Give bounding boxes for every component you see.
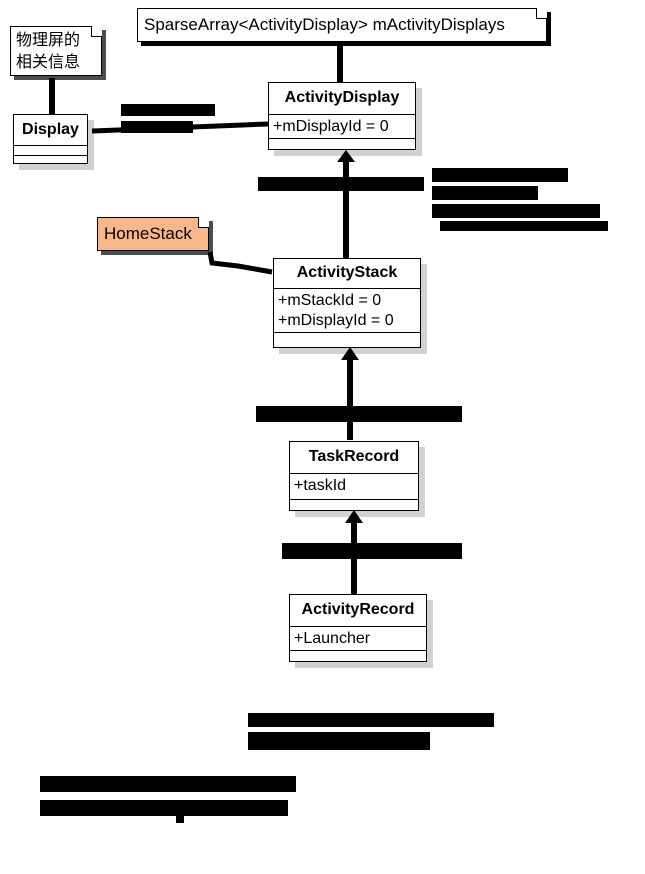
- class-activityrecord-name: ActivityRecord: [290, 595, 426, 627]
- class-activitystack-attr-displayid: +mDisplayId = 0: [274, 311, 420, 333]
- class-display-attrs: [14, 146, 87, 156]
- class-activitydisplay-attr: +mDisplayId = 0: [269, 115, 415, 139]
- connector-homestack-activitystack: [207, 251, 273, 275]
- class-activityrecord-attr: +Launcher: [290, 627, 426, 651]
- redacted-label: [432, 186, 538, 200]
- class-display: Display: [13, 114, 88, 164]
- class-activityrecord: ActivityRecord +Launcher: [289, 594, 427, 662]
- homestack-note: HomeStack: [97, 217, 209, 251]
- class-activitydisplay-name: ActivityDisplay: [269, 83, 415, 115]
- class-activitystack: ActivityStack +mStackId = 0 +mDisplayId …: [273, 258, 421, 348]
- arrowhead-to-activitystack: [341, 347, 359, 360]
- redacted-label: [432, 168, 568, 182]
- redacted-label: [40, 800, 288, 816]
- redacted-label: [121, 121, 193, 133]
- class-activitydisplay: ActivityDisplay +mDisplayId = 0: [268, 82, 416, 150]
- redacted-label: [256, 406, 462, 422]
- redacted-label: [248, 732, 430, 750]
- redacted-label: [121, 104, 215, 116]
- class-activitystack-name: ActivityStack: [274, 259, 420, 289]
- class-display-name: Display: [14, 115, 87, 146]
- physical-screen-note-line1: 物理屏的: [16, 32, 81, 49]
- class-taskrecord-name: TaskRecord: [290, 442, 418, 474]
- class-activitystack-attr-stackid: +mStackId = 0: [278, 292, 382, 309]
- sparsearray-note: SparseArray<ActivityDisplay> mActivityDi…: [137, 8, 547, 42]
- redacted-label: [248, 713, 494, 727]
- arrowhead-to-activitydisplay: [337, 150, 355, 162]
- homestack-note-text: HomeStack: [104, 224, 192, 243]
- redacted-label: [440, 221, 608, 231]
- sparsearray-note-text: SparseArray<ActivityDisplay> mActivityDi…: [144, 15, 505, 34]
- redacted-label: [432, 204, 600, 218]
- redacted-label: [282, 543, 462, 559]
- class-taskrecord: TaskRecord +taskId: [289, 441, 419, 511]
- redacted-label: [176, 815, 184, 823]
- physical-screen-note-line2: 相关信息: [16, 54, 81, 71]
- redacted-label: [40, 776, 296, 792]
- class-taskrecord-attr: +taskId: [290, 474, 418, 500]
- redacted-label: [258, 177, 424, 191]
- arrowhead-to-taskrecord: [345, 510, 363, 523]
- physical-screen-note: 物理屏的 相关信息: [10, 26, 102, 76]
